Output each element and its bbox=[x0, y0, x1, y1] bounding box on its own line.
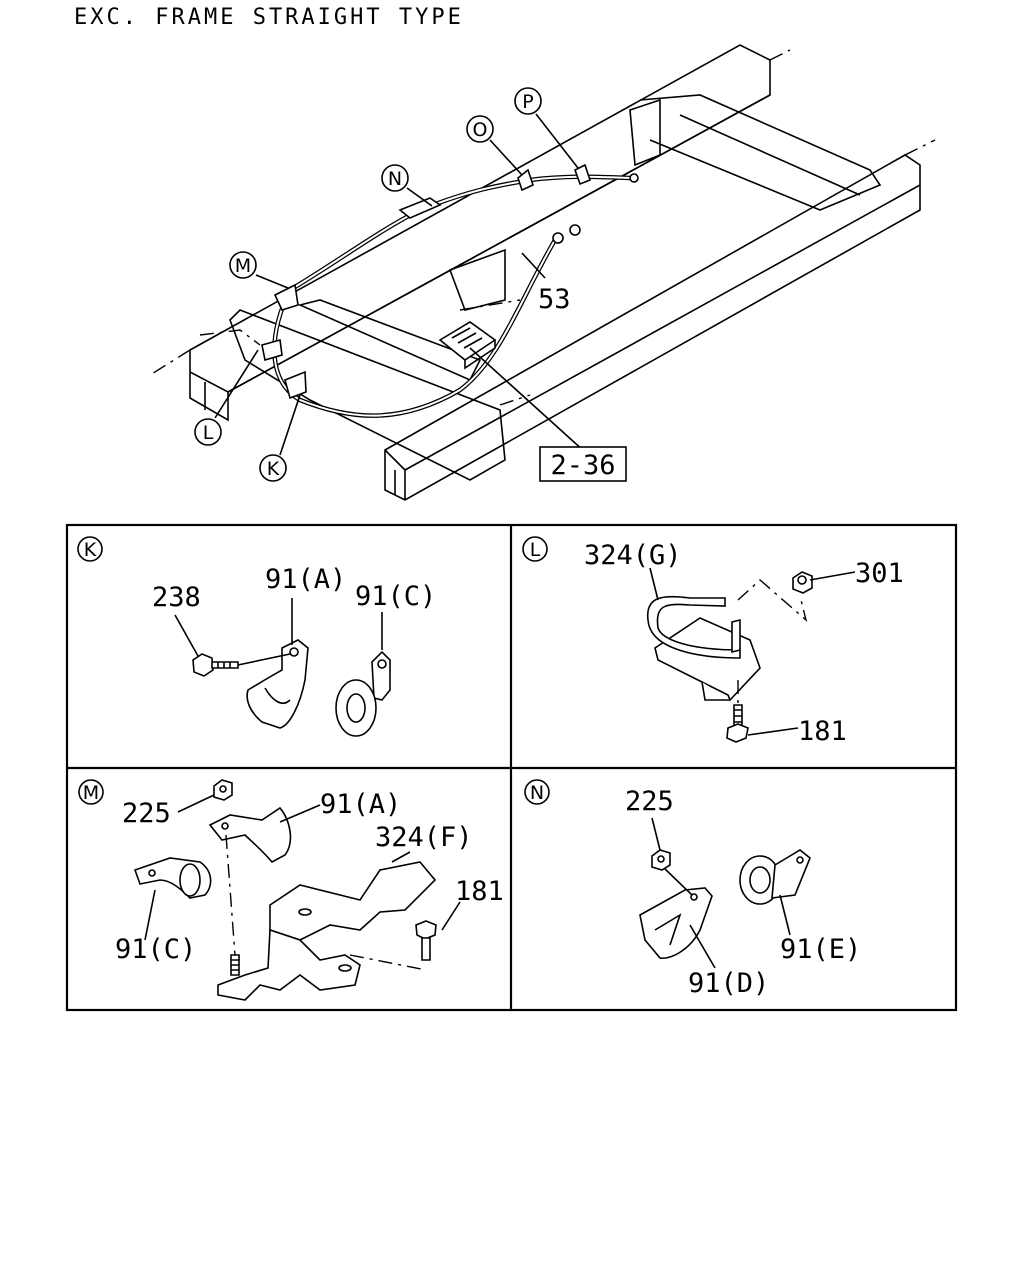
clip-91d bbox=[639, 887, 713, 959]
chassis-frame bbox=[149, 44, 936, 501]
panel-n-part-91e: 91(E) bbox=[780, 934, 861, 965]
clip-91a-m bbox=[208, 806, 292, 864]
svg-text:L: L bbox=[203, 422, 214, 444]
svg-text:M: M bbox=[83, 782, 99, 804]
bracket-324f bbox=[217, 861, 437, 1001]
stud-m bbox=[230, 954, 240, 976]
clip-91c-m bbox=[133, 857, 212, 899]
svg-text:2-36: 2-36 bbox=[550, 450, 615, 481]
callout-l: L bbox=[194, 418, 222, 446]
bolt-181-m bbox=[415, 920, 437, 961]
panel-n: N 225 91(E) 91(D) bbox=[524, 779, 861, 999]
diagram-title: EXC. FRAME STRAIGHT TYPE bbox=[74, 5, 464, 30]
callout-n: N bbox=[381, 164, 409, 192]
nut-225-m bbox=[213, 779, 233, 801]
clip-91c bbox=[335, 650, 391, 737]
panel-l-part-324g: 324(G) bbox=[584, 540, 682, 571]
svg-text:K: K bbox=[84, 539, 97, 561]
panel-k-tag: K bbox=[77, 536, 103, 562]
nut-225-n bbox=[651, 849, 671, 871]
detail-grid bbox=[65, 523, 958, 1012]
svg-text:O: O bbox=[473, 119, 488, 141]
panel-m-part-225: 225 bbox=[122, 798, 171, 829]
panel-l-part-301: 301 bbox=[855, 558, 904, 589]
panel-m-part-91c: 91(C) bbox=[115, 934, 196, 965]
ref-box-2-36: 2-36 bbox=[539, 446, 627, 482]
svg-text:P: P bbox=[522, 91, 533, 113]
clip-91a bbox=[246, 639, 309, 729]
brake-cable bbox=[261, 163, 639, 418]
panel-l: L 324(G) 301 181 bbox=[522, 536, 904, 747]
callout-p: P bbox=[514, 87, 542, 115]
panel-k-part-91c: 91(C) bbox=[355, 581, 436, 612]
panel-m: M 225 91(A) 324(F) 181 91(C) bbox=[78, 779, 504, 1001]
clip-91e bbox=[739, 849, 811, 905]
svg-text:M: M bbox=[235, 255, 251, 277]
panel-l-tag: L bbox=[522, 536, 548, 562]
panel-n-tag: N bbox=[524, 779, 550, 805]
callout-o: O bbox=[466, 115, 494, 143]
bolt-238 bbox=[192, 653, 239, 677]
callout-m: M bbox=[229, 251, 257, 279]
overview-leaders bbox=[214, 113, 586, 456]
part-label-53: 53 bbox=[538, 284, 571, 315]
panel-l-part-181: 181 bbox=[798, 716, 847, 747]
svg-text:N: N bbox=[530, 782, 544, 804]
panel-n-part-225: 225 bbox=[625, 786, 674, 817]
panel-k-part-91a: 91(A) bbox=[265, 564, 346, 595]
panel-k-part-238: 238 bbox=[152, 582, 201, 613]
svg-text:N: N bbox=[388, 168, 402, 190]
panel-k: K 238 91(A) 91(C) bbox=[77, 536, 436, 737]
panel-m-part-91a: 91(A) bbox=[320, 789, 401, 820]
panel-m-part-324f: 324(F) bbox=[375, 822, 473, 853]
panel-n-part-91d: 91(D) bbox=[688, 968, 769, 999]
bolt-181-l bbox=[726, 704, 749, 743]
nut-301 bbox=[792, 571, 813, 594]
svg-text:L: L bbox=[530, 539, 541, 561]
panel-m-tag: M bbox=[78, 779, 104, 805]
bracket-324g bbox=[647, 595, 761, 702]
svg-text:K: K bbox=[267, 458, 280, 480]
panel-m-part-181: 181 bbox=[455, 876, 504, 907]
callout-k: K bbox=[259, 454, 287, 482]
